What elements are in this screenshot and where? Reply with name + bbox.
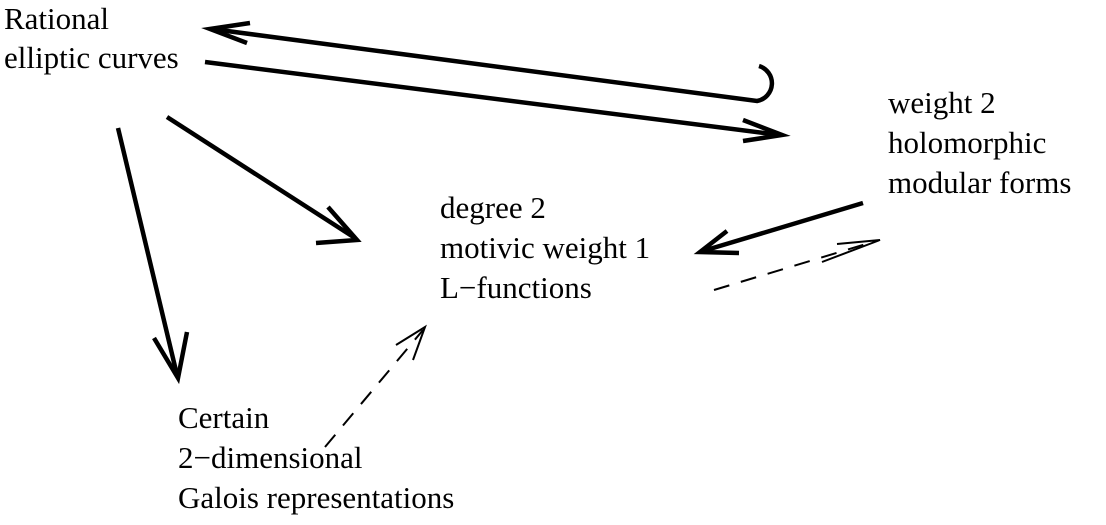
dashed-arrow-shaft: [713, 240, 877, 291]
arrowhead-icon: [821, 239, 881, 263]
arrowhead-icon: [693, 229, 740, 256]
edge-modular-to-lfunctions: [693, 200, 864, 256]
edge-elliptic-to-galois: [115, 127, 190, 385]
node-l-functions: degree 2 motivic weight 1 L−functions: [440, 190, 650, 305]
node-label-line: Rational: [4, 1, 109, 36]
node-label-line: modular forms: [888, 165, 1071, 200]
node-label-line: elliptic curves: [4, 40, 179, 75]
node-elliptic-curves: Rational elliptic curves: [4, 1, 179, 75]
arrow-shaft: [204, 59, 781, 138]
dashed-arrow-shaft: [324, 329, 424, 448]
node-label-line: motivic weight 1: [440, 230, 650, 265]
arrowhead-icon: [395, 324, 427, 361]
arrowhead-icon: [201, 20, 251, 46]
arrowhead-icon: [742, 117, 791, 144]
arrow-shaft: [165, 115, 357, 240]
node-label-line: Certain: [178, 400, 270, 435]
node-modular-forms: weight 2 holomorphic modular forms: [888, 85, 1071, 200]
node-label-line: degree 2: [440, 190, 546, 225]
edge-lfunctions-to-modular-dashed: [713, 239, 881, 291]
node-galois-representations: Certain 2−dimensional Galois representat…: [178, 400, 454, 515]
node-label-line: weight 2: [888, 85, 996, 120]
hooked-arrow-shaft: [211, 26, 775, 104]
arrowhead-icon: [315, 205, 362, 246]
arrow-shaft: [115, 127, 180, 376]
edge-modular-to-elliptic: [201, 20, 775, 104]
node-label-line: 2−dimensional: [178, 440, 363, 475]
arrow-shaft: [702, 200, 864, 254]
edge-elliptic-to-lfunctions: [165, 115, 362, 246]
edge-elliptic-to-modular: [204, 59, 791, 144]
node-label-line: Galois representations: [178, 480, 454, 515]
edge-galois-to-lfunctions-dashed: [324, 324, 427, 448]
node-label-line: holomorphic: [888, 125, 1046, 160]
arrowhead-icon: [152, 331, 190, 385]
node-label-line: L−functions: [440, 270, 592, 305]
